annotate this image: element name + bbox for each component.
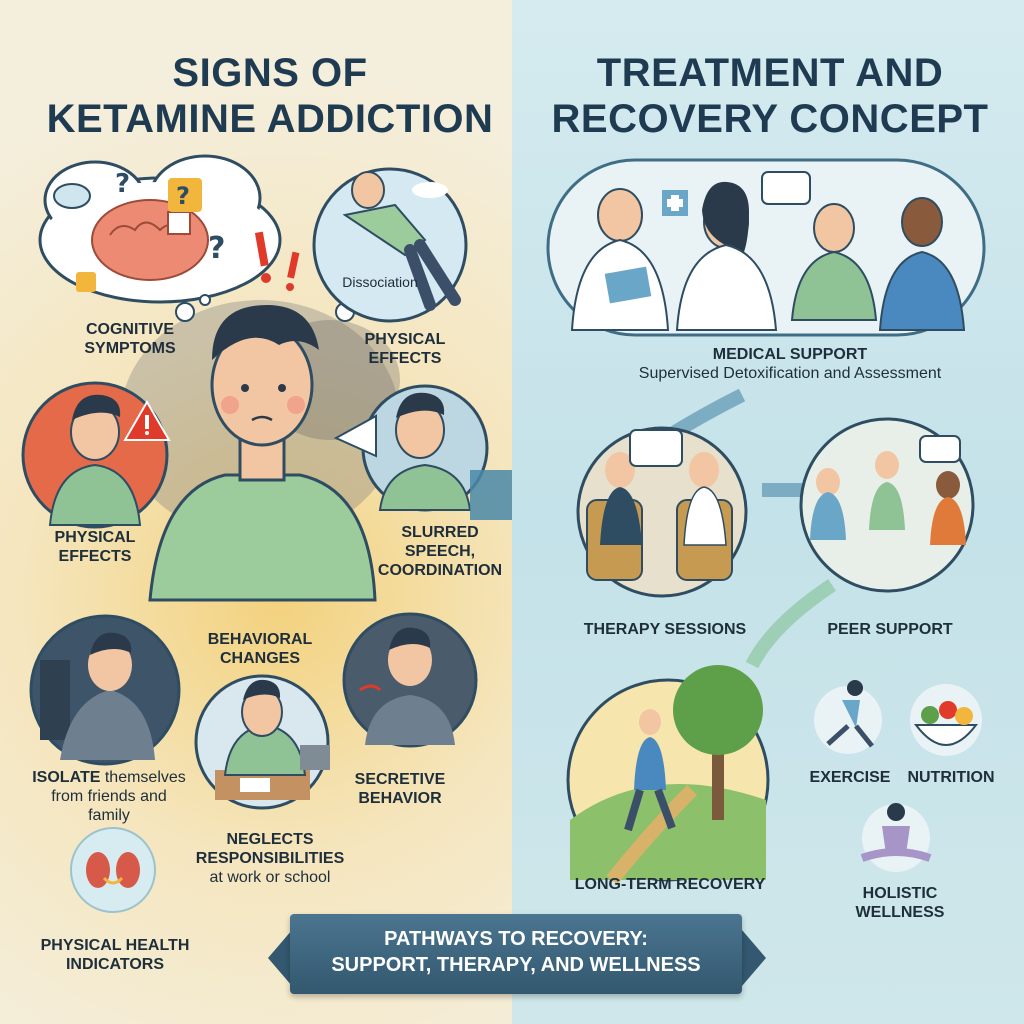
medical-support-label: MEDICAL SUPPORT Supervised Detoxificatio… <box>638 346 942 382</box>
running-icon <box>826 680 874 748</box>
left-illustrations: ? ? ? <box>21 154 512 913</box>
kidneys-circle <box>70 827 156 913</box>
studying-person-icon <box>215 679 330 800</box>
kidneys-icon <box>86 852 140 888</box>
speech-bubble-icon <box>761 171 811 205</box>
puzzle-icon <box>76 272 96 292</box>
peer-support-label: PEER SUPPORT <box>827 621 953 638</box>
exclamation-icon <box>254 231 300 291</box>
exercise-label: EXERCISE <box>809 769 891 786</box>
svg-text:?: ? <box>176 182 190 210</box>
dissociation-label: Dissociation <box>342 274 418 290</box>
right-illustrations <box>546 158 986 885</box>
arrow-right-icon <box>470 470 512 520</box>
walking-tree-icon <box>570 665 766 885</box>
thought-cloud-icon: ? ? ? <box>38 154 355 322</box>
speaking-person-icon <box>333 392 472 511</box>
therapy-label: THERAPY SESSIONS <box>583 621 747 638</box>
bottom-banner <box>290 914 742 994</box>
long-term-label: LONG-TERM RECOVERY <box>574 876 766 893</box>
crying-person-icon <box>40 632 155 760</box>
svg-text:?: ? <box>208 231 225 266</box>
salad-bowl-icon <box>913 701 979 746</box>
banner-tail-right <box>742 930 766 986</box>
svg-text:?: ? <box>115 169 130 199</box>
therapy-icon <box>586 429 733 581</box>
peer-group-icon <box>810 435 966 545</box>
warning-icon <box>123 400 171 441</box>
sad-person-icon <box>48 394 142 526</box>
secretive-person-icon <box>359 627 455 745</box>
doctors-icon <box>570 181 966 331</box>
banner-tail-left <box>268 930 292 986</box>
floating-person-icon <box>342 171 461 311</box>
central-person-icon <box>148 305 377 602</box>
meditation-icon <box>860 803 932 862</box>
nutrition-label: NUTRITION <box>907 769 995 786</box>
banner-text: PATHWAYS TO RECOVERY:SUPPORT, THERAPY, A… <box>331 928 701 976</box>
